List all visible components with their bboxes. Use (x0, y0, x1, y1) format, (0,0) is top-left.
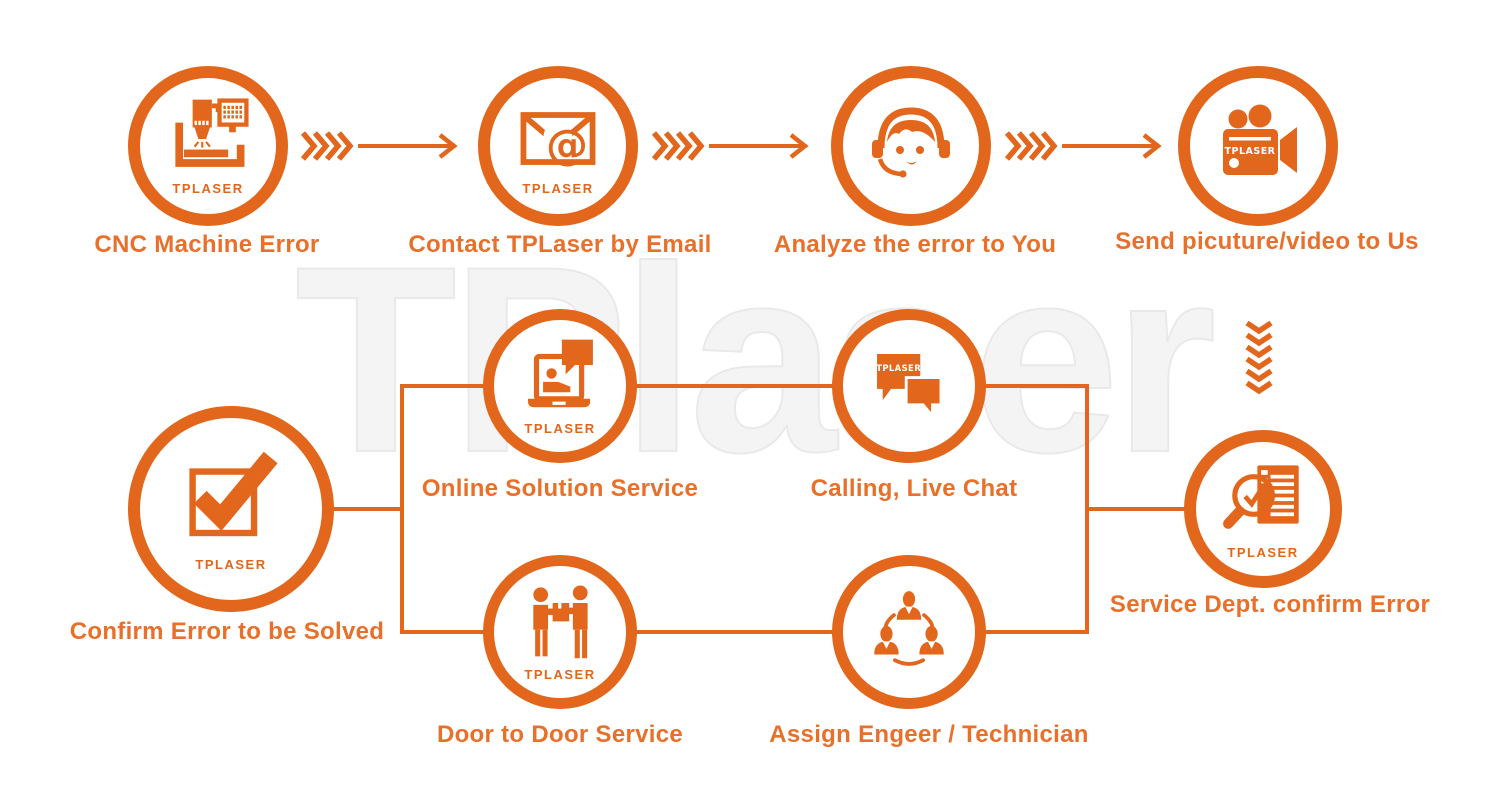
step-label-email: Contact TPLaser by Email (408, 231, 712, 258)
node-label-online: Online Solution Service (421, 475, 699, 502)
tplaser-badge: TPLASER (172, 181, 244, 196)
step-circle-cnc: TPLASER (128, 66, 288, 226)
tplaser-watermark: TPlaser (294, 212, 1218, 508)
node-circle-calling: TPLASER (832, 309, 986, 463)
connector-door-assign (633, 630, 836, 634)
connector-door-left (404, 630, 488, 634)
chat-bubbles-icon: TPLASER (876, 354, 943, 420)
node-circle-service: TPLASER (1184, 430, 1342, 588)
flow-arrow-right (651, 131, 809, 161)
connector-online-calling (633, 384, 836, 388)
tplaser-badge-on-bubble: TPLASER (876, 363, 921, 373)
step-label-analyze: Analyze the error to You (773, 231, 1057, 258)
tplaser-badge-on-camera: TPLASER (1225, 146, 1276, 157)
step-circle-analyze (831, 66, 991, 226)
connector-online-left (404, 384, 488, 388)
cnc-machine-icon (175, 98, 249, 167)
support-agent-icon (872, 107, 950, 178)
team-icon (874, 591, 944, 666)
connector-assign-right (982, 630, 1089, 634)
video-camera-icon: TPLASER (1223, 104, 1297, 175)
connector-left-bracket (400, 384, 404, 634)
node-circle-assign (832, 555, 986, 709)
checkbox-check-icon (189, 451, 278, 537)
email-icon (520, 112, 596, 165)
node-label-door: Door to Door Service (436, 721, 684, 748)
tplaser-badge: TPLASER (522, 181, 594, 196)
node-label-confirm: Confirm Error to be Solved (69, 618, 385, 645)
step-label-cnc: CNC Machine Error (94, 231, 320, 258)
step-label-send: Send picuture/video to Us (1115, 228, 1419, 255)
connector-confirm (330, 507, 404, 511)
tplaser-badge: TPLASER (524, 667, 596, 682)
tplaser-badge: TPLASER (1227, 545, 1299, 560)
node-label-assign: Assign Engeer / Technician (769, 721, 1089, 748)
flow-arrow-right (1004, 131, 1162, 161)
node-circle-confirm: TPLASER (128, 406, 334, 612)
step-circle-email: @ TPLASER (478, 66, 638, 226)
node-label-service: Service Dept. confirm Error (1109, 591, 1431, 618)
connector-service (1085, 507, 1188, 511)
node-circle-door: TPLASER (483, 555, 637, 709)
connector-calling-right (982, 384, 1089, 388)
tplaser-badge: TPLASER (195, 557, 267, 572)
magnifier-document-icon (1223, 465, 1299, 529)
delivery-people-icon (533, 585, 588, 659)
node-circle-online: TPLASER (483, 309, 637, 463)
at-symbol: @ (546, 120, 588, 169)
laptop-chat-icon (528, 339, 593, 408)
tplaser-badge: TPLASER (524, 421, 596, 436)
node-label-calling: Calling, Live Chat (810, 475, 1018, 502)
flow-arrow-down (1245, 320, 1273, 395)
step-circle-send: TPLASER (1178, 66, 1338, 226)
flow-arrow-right (300, 131, 458, 161)
